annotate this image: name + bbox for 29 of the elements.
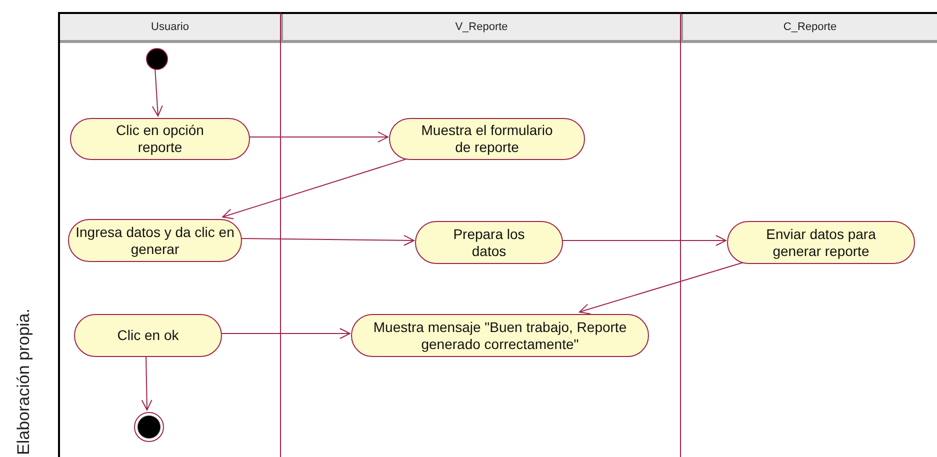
activity-node bbox=[68, 219, 242, 262]
activity-node bbox=[70, 118, 250, 160]
activity-label: Muestra el formulario de reporte bbox=[420, 122, 554, 156]
activity-label: Muestra mensaje "Buen trabajo, Reporte generado correctamente" bbox=[372, 318, 628, 352]
arrow bbox=[562, 235, 726, 246]
activity-node bbox=[727, 221, 915, 264]
swimlane bbox=[58, 12, 280, 457]
final-node bbox=[134, 412, 164, 442]
activity-node bbox=[351, 314, 649, 357]
activity-label: Clic en ok bbox=[116, 327, 180, 344]
lane-header: Usuario bbox=[60, 14, 280, 43]
activity-node bbox=[415, 221, 563, 264]
source-note: Elaboración propia. bbox=[14, 308, 34, 455]
initial-node bbox=[146, 48, 168, 70]
lane-header: V_Reporte bbox=[281, 14, 680, 43]
activity-node bbox=[389, 118, 585, 160]
activity-label: Enviar datos para generar reporte bbox=[765, 226, 877, 260]
arrow bbox=[152, 68, 163, 116]
swimlane bbox=[680, 12, 937, 457]
activity-label: Prepara los datos bbox=[452, 226, 526, 260]
activity-label: Ingresa datos y da clic en generar bbox=[75, 224, 235, 258]
arrow bbox=[248, 132, 388, 142]
arrow bbox=[220, 328, 350, 339]
swimlane bbox=[280, 12, 680, 457]
activity-label: Clic en opción reporte bbox=[115, 122, 205, 156]
activity-node bbox=[74, 314, 222, 357]
arrow bbox=[240, 234, 414, 246]
lane-header: C_Reporte bbox=[681, 14, 937, 43]
arrow bbox=[141, 354, 152, 410]
